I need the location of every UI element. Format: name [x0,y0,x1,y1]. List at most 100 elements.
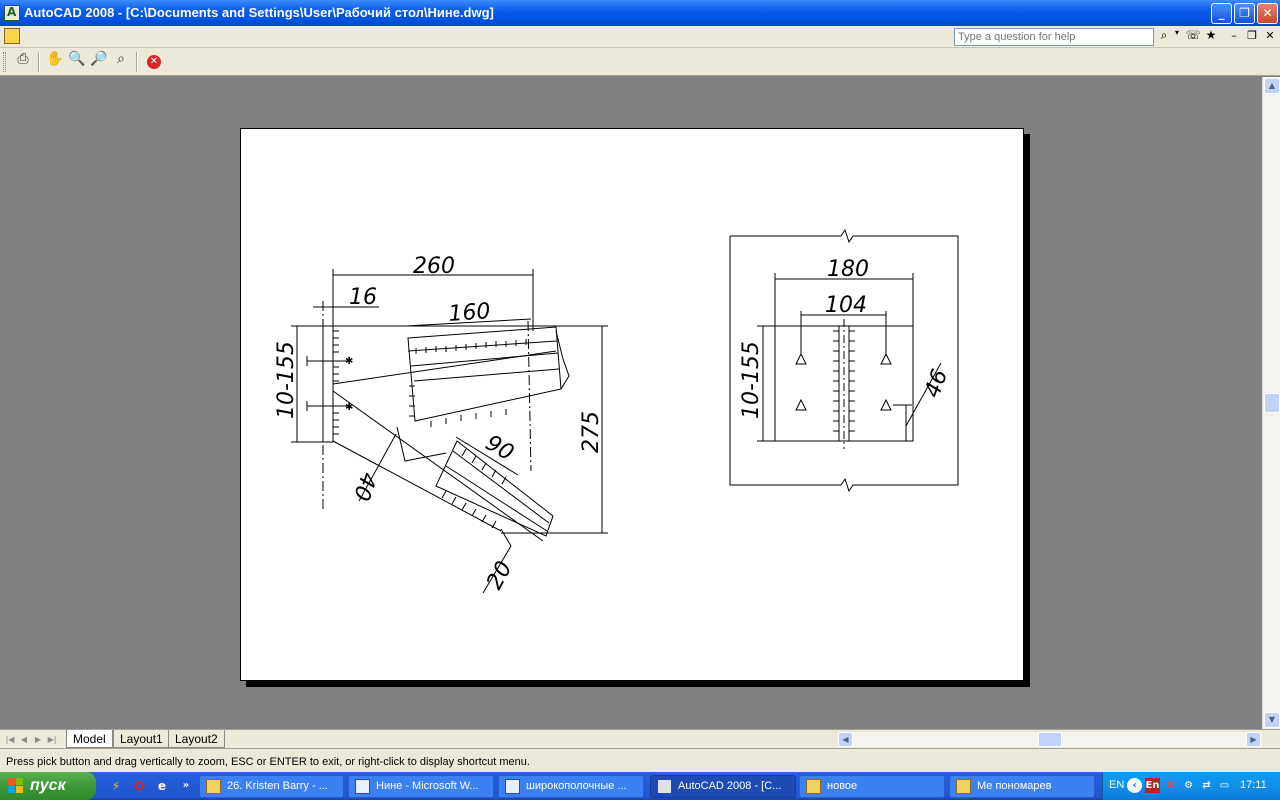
vertical-scrollbar[interactable]: ▲ ▼ [1262,77,1280,729]
task-label: AutoCAD 2008 - [C... [678,780,782,792]
scroll-left-button[interactable]: ◀ [838,732,853,747]
break-line [555,330,570,390]
minimize-icon: _ [1218,6,1225,20]
doc-restore-button[interactable]: ❐ [1244,29,1260,45]
scroll-down-button[interactable]: ▼ [1264,712,1280,728]
plot-button[interactable]: ⎙ [12,51,34,73]
first-icon: |◀ [5,735,15,744]
task-autocad[interactable]: AutoCAD 2008 - [C... [650,775,796,798]
gusset-line [332,350,557,385]
bolt-symbol: ✱ [345,356,353,367]
document-icon[interactable] [4,28,20,44]
title-bar: AutoCAD 2008 - [C:\Documents and Setting… [0,0,1280,26]
help-search-input[interactable] [954,28,1154,46]
dim-text-90: 90 [481,431,518,467]
clock[interactable]: 17:11 [1240,779,1267,791]
help-search-button[interactable]: ⌕ [1155,28,1173,46]
last-tab-button[interactable]: ▶| [46,733,58,746]
leader-46 [905,362,942,427]
close-icon: ✕ [1265,29,1275,42]
toolbar-grip[interactable] [3,52,6,72]
start-label: пуск [30,777,66,794]
right-view-geometry [729,228,959,493]
dim-line-160 [405,318,532,327]
help-dropdown-button[interactable]: ▾ [1172,28,1182,46]
pan-button[interactable]: ✋ [44,51,66,73]
zoom-realtime-button[interactable]: 🔍 [66,51,88,73]
scroll-right-button[interactable]: ▶ [1246,732,1261,747]
winamp-icon [206,779,221,794]
member-centerline [527,320,532,472]
prev-tab-button[interactable]: ◀ [18,733,30,746]
restore-button[interactable]: ❐ [1234,3,1255,24]
drawing-area[interactable]: 260 16 160 10-155 275 90 40 20 ✱ ✱ [0,77,1262,729]
zoom-window-icon: 🔎 [90,51,108,67]
system-tray: EN ‹ En ✖ ⚙ ⇄ ▭ 17:11 [1102,772,1280,800]
taskbar: пуск ⚡ O e » 26. Kristen Barry - ... Нин… [0,772,1280,800]
arrow-up-icon: ▲ [1268,81,1276,90]
quicklaunch-more-icon[interactable]: » [182,780,190,791]
next-tab-button[interactable]: ▶ [32,733,44,746]
toolbar-separator [136,52,138,72]
tray-network-icon[interactable]: ⚙ [1184,780,1193,791]
arrow-right-icon: ▶ [1250,735,1257,744]
command-line[interactable]: Press pick button and drag vertically to… [0,748,1280,772]
horizontal-scroll-thumb[interactable] [1038,732,1062,747]
tab-layout2[interactable]: Layout2 [168,730,225,748]
communication-icon: ☏ [1185,28,1201,42]
tab-layout1[interactable]: Layout1 [113,730,170,748]
task-label: новое [827,780,858,792]
scroll-up-button[interactable]: ▲ [1264,78,1280,94]
task-label: Нине - Microsoft W... [376,780,479,792]
prev-icon: ◀ [20,735,28,744]
first-tab-button[interactable]: |◀ [4,733,16,746]
star-icon: ★ [1205,28,1217,42]
last-icon: ▶| [47,735,57,744]
upper-member-flange [410,352,559,367]
next-icon: ▶ [34,735,42,744]
bolt-symbols: ✱ ✱ [345,356,353,413]
zoom-window-button[interactable]: 🔎 [88,51,110,73]
upper-member-edge [413,368,560,382]
quicklaunch-winamp-icon[interactable]: ⚡ [111,779,121,793]
favorites-button[interactable]: ★ [1202,28,1220,46]
arrow-down-icon: ▼ [1268,715,1276,724]
tray-expand-icon[interactable]: ‹ [1127,778,1142,793]
tray-safely-remove-icon[interactable]: ⇄ [1202,780,1211,791]
task-folder-new[interactable]: новое [799,775,945,798]
dim-text-260: 260 [413,254,455,279]
doc-close-button[interactable]: ✕ [1262,29,1278,45]
tray-display-icon[interactable]: ▭ [1219,780,1230,791]
cad-drawing[interactable]: 260 16 160 10-155 275 90 40 20 ✱ ✱ [241,129,1025,682]
task-word-nine[interactable]: Нине - Microsoft W... [348,775,494,798]
tray-antivirus-icon[interactable]: ✖ [1166,780,1175,791]
vertical-scroll-thumb[interactable] [1264,393,1280,413]
paper-sheet[interactable]: 260 16 160 10-155 275 90 40 20 ✱ ✱ [240,128,1024,681]
task-winamp[interactable]: 26. Kristen Barry - ... [199,775,344,798]
lower-member [435,440,554,537]
doc-minimize-button[interactable]: – [1226,29,1242,45]
gusset-diagonal [332,390,544,542]
bolt-triangle [880,398,892,411]
lower-member-flange [445,465,548,532]
communication-center-button[interactable]: ☏ [1184,28,1202,46]
quicklaunch-opera-icon[interactable]: O [133,779,145,793]
minimize-button[interactable]: _ [1211,3,1232,24]
close-preview-button[interactable]: ✕ [143,51,165,73]
dim-text-16: 16 [349,285,377,310]
horizontal-scrollbar[interactable]: ◀ ▶ [838,732,1262,747]
quicklaunch-ie-icon[interactable]: e [157,779,167,793]
language-indicator[interactable]: EN [1109,779,1125,791]
tab-model[interactable]: Model [66,730,113,748]
zoom-previous-button[interactable]: ⌕ [110,51,132,73]
tray-keyboard-layout-icon[interactable]: En [1145,778,1160,793]
autocad-app-icon[interactable] [4,5,20,21]
start-button[interactable]: пуск [0,772,96,800]
arrow-left-icon: ◀ [842,735,849,744]
task-word-wide[interactable]: широкополочные ... [498,775,644,798]
dim-text-20: 20 [482,557,517,593]
close-button[interactable]: ✕ [1257,3,1278,24]
window-title: AutoCAD 2008 - [C:\Documents and Setting… [24,5,494,20]
lower-member-flange [452,450,550,524]
task-folder-ponomarev[interactable]: Ме пономарев [949,775,1095,798]
